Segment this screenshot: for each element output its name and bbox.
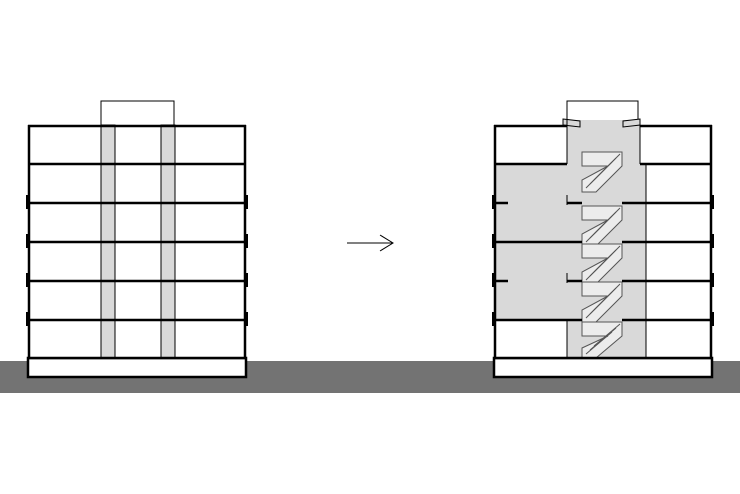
foundation-block xyxy=(492,356,714,379)
facade-stubs xyxy=(26,195,248,326)
floor-slabs xyxy=(28,124,246,360)
stair-flights xyxy=(581,151,623,359)
facade-stubs xyxy=(492,195,714,326)
stair-hall-lines xyxy=(566,120,641,283)
transition-arrow-icon xyxy=(347,234,394,252)
foundation-block xyxy=(26,356,248,379)
building-section-before xyxy=(26,100,248,379)
building-section-after xyxy=(492,100,714,379)
floor-slabs xyxy=(494,124,712,360)
roof-penthouse xyxy=(100,100,175,125)
roof-penthouse xyxy=(566,100,639,120)
